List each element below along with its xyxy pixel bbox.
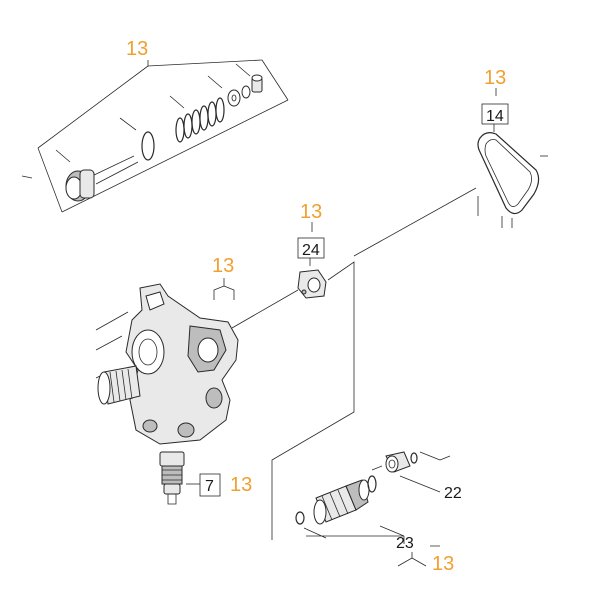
housing-tab bbox=[145, 291, 165, 311]
leader-line bbox=[61, 99, 289, 213]
valve-insert-assembly[interactable]: 7 13 bbox=[159, 451, 252, 505]
top-valve-assembly[interactable]: 13 bbox=[21, 38, 289, 213]
leader-line bbox=[353, 187, 477, 257]
small-cap-assembly[interactable]: 22 bbox=[371, 451, 462, 502]
washer-hole bbox=[231, 94, 237, 102]
housing-boss bbox=[205, 387, 223, 409]
seal-ring-inner bbox=[484, 139, 532, 207]
part-number-cover: 24 bbox=[302, 242, 320, 259]
group-label-housing: 13 bbox=[212, 255, 234, 277]
leader-line bbox=[119, 117, 137, 131]
leader-line bbox=[231, 289, 299, 329]
housing-port-bore bbox=[197, 337, 219, 363]
group-label-cover: 13 bbox=[300, 201, 322, 223]
leader-line bbox=[501, 216, 513, 228]
seal-ring-outer bbox=[477, 132, 540, 215]
o-ring bbox=[367, 475, 377, 493]
o-ring bbox=[141, 131, 155, 161]
leader-line bbox=[37, 60, 149, 149]
group-label-piston-set: 13 bbox=[432, 553, 454, 575]
valve-body bbox=[65, 155, 139, 202]
piston-set-assembly[interactable]: 23 13 bbox=[295, 475, 454, 575]
pump-housing-assembly[interactable]: 13 bbox=[95, 255, 239, 445]
housing-boss bbox=[142, 419, 158, 433]
group-label-top-valve: 13 bbox=[126, 38, 148, 60]
leader-line bbox=[397, 545, 440, 567]
leader-line bbox=[95, 311, 129, 403]
leader-line bbox=[37, 147, 63, 213]
part-number-box bbox=[199, 473, 221, 497]
part-number-box bbox=[481, 103, 509, 125]
part-number-box bbox=[297, 237, 325, 259]
part-number-piston-set: 23 bbox=[396, 535, 414, 552]
leader-line bbox=[371, 451, 451, 493]
piston bbox=[313, 479, 370, 525]
housing-main-bore bbox=[131, 329, 165, 375]
part-number-small-cap: 22 bbox=[444, 485, 462, 502]
part-number-seal-ring: 14 bbox=[486, 108, 504, 125]
leader-line bbox=[147, 59, 263, 67]
threaded-outlet bbox=[97, 365, 141, 405]
group-label-seal-ring: 13 bbox=[484, 67, 506, 89]
housing-inner-bore bbox=[138, 338, 158, 366]
small-cap-hole bbox=[388, 459, 396, 469]
cover-hole bbox=[307, 277, 321, 293]
small-cap-face bbox=[385, 455, 399, 473]
spring bbox=[175, 97, 225, 143]
valve-collar bbox=[79, 169, 95, 199]
valve-stem bbox=[91, 155, 139, 185]
leader-line bbox=[213, 278, 235, 300]
small-ring bbox=[410, 452, 418, 464]
leader-line bbox=[21, 175, 33, 179]
leader-line bbox=[207, 75, 223, 89]
group-label-valve-insert: 13 bbox=[230, 474, 252, 496]
seal-ring-assembly[interactable]: 13 14 bbox=[353, 67, 548, 257]
leader-line bbox=[169, 95, 185, 109]
housing-boss bbox=[177, 422, 195, 438]
leader-line bbox=[261, 59, 289, 101]
leader-line bbox=[55, 149, 71, 163]
small-cap-top bbox=[251, 74, 263, 82]
cover-screw bbox=[301, 289, 307, 295]
leader-line bbox=[235, 63, 251, 77]
valve-insert bbox=[159, 451, 185, 505]
part-number-valve-insert: 7 bbox=[205, 478, 214, 495]
leader-line bbox=[303, 525, 405, 544]
cover-assembly[interactable]: 13 24 bbox=[231, 201, 355, 540]
leader-line bbox=[271, 261, 355, 540]
small-disc bbox=[241, 85, 251, 99]
o-ring-small bbox=[295, 511, 305, 525]
washer bbox=[227, 89, 241, 107]
